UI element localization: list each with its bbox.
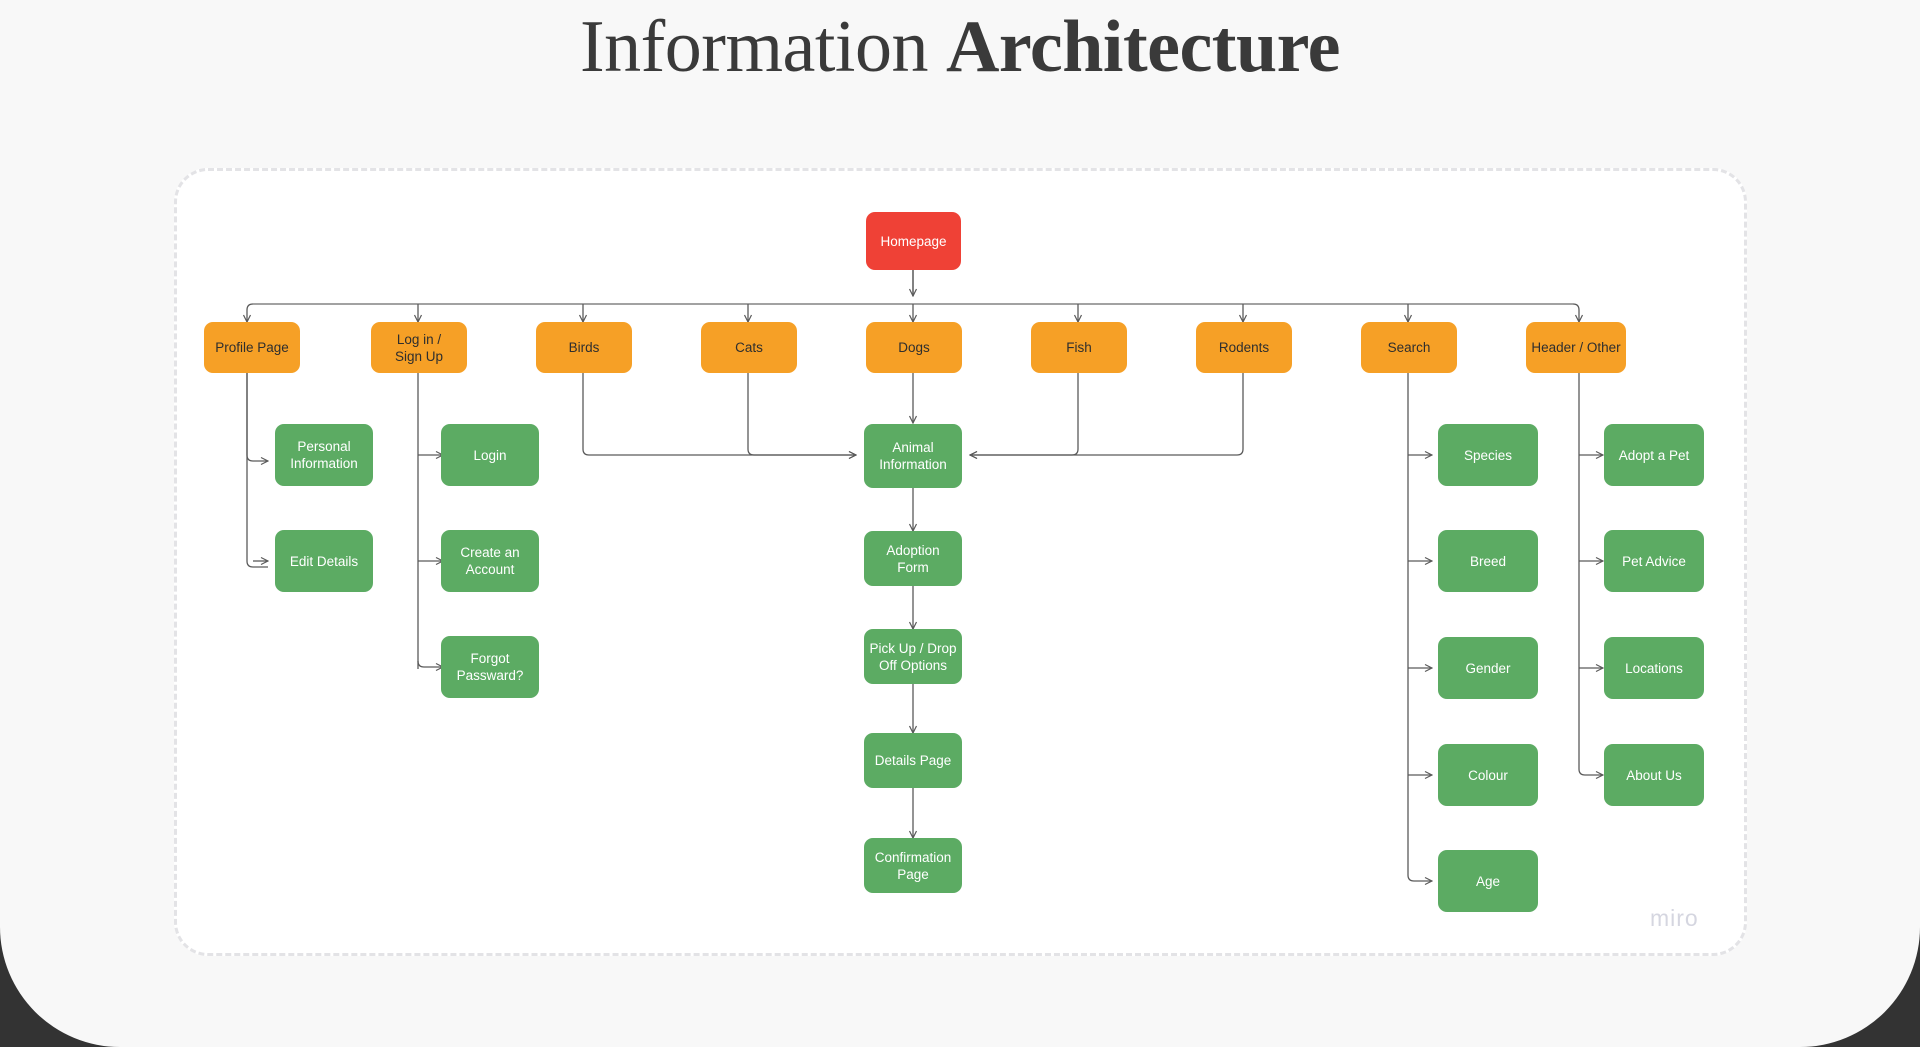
node-locations[interactable]: Locations	[1604, 637, 1704, 699]
node-dogs[interactable]: Dogs	[866, 322, 962, 373]
node-gender[interactable]: Gender	[1438, 637, 1538, 699]
node-log-in-sign-up[interactable]: Log in / Sign Up	[371, 322, 467, 373]
node-personal-information[interactable]: Personal Information	[275, 424, 373, 486]
node-animal-information[interactable]: Animal Information	[864, 424, 962, 488]
node-details-page[interactable]: Details Page	[864, 733, 962, 788]
node-about-us[interactable]: About Us	[1604, 744, 1704, 806]
node-cats[interactable]: Cats	[701, 322, 797, 373]
node-confirmation-page[interactable]: Confirmation Page	[864, 838, 962, 893]
node-species[interactable]: Species	[1438, 424, 1538, 486]
node-search[interactable]: Search	[1361, 322, 1457, 373]
page-title-bold: Architecture	[945, 6, 1341, 88]
node-create-an-account[interactable]: Create an Account	[441, 530, 539, 592]
node-homepage[interactable]: Homepage	[866, 212, 961, 270]
node-rodents[interactable]: Rodents	[1196, 322, 1292, 373]
node-login[interactable]: Login	[441, 424, 539, 486]
page-title: Information Architecture	[0, 4, 1920, 90]
miro-watermark: miro	[1650, 905, 1699, 931]
node-breed[interactable]: Breed	[1438, 530, 1538, 592]
node-pick-up-drop-off[interactable]: Pick Up / Drop Off Options	[864, 629, 962, 684]
node-adopt-a-pet[interactable]: Adopt a Pet	[1604, 424, 1704, 486]
node-edit-details[interactable]: Edit Details	[275, 530, 373, 592]
node-fish[interactable]: Fish	[1031, 322, 1127, 373]
node-birds[interactable]: Birds	[536, 322, 632, 373]
node-adoption-form[interactable]: Adoption Form	[864, 531, 962, 586]
node-header-other[interactable]: Header / Other	[1526, 322, 1626, 373]
page-title-regular: Information	[580, 6, 946, 88]
node-colour[interactable]: Colour	[1438, 744, 1538, 806]
node-age[interactable]: Age	[1438, 850, 1538, 912]
node-pet-advice[interactable]: Pet Advice	[1604, 530, 1704, 592]
node-forgot-passward[interactable]: Forgot Passward?	[441, 636, 539, 698]
node-profile-page[interactable]: Profile Page	[204, 322, 300, 373]
